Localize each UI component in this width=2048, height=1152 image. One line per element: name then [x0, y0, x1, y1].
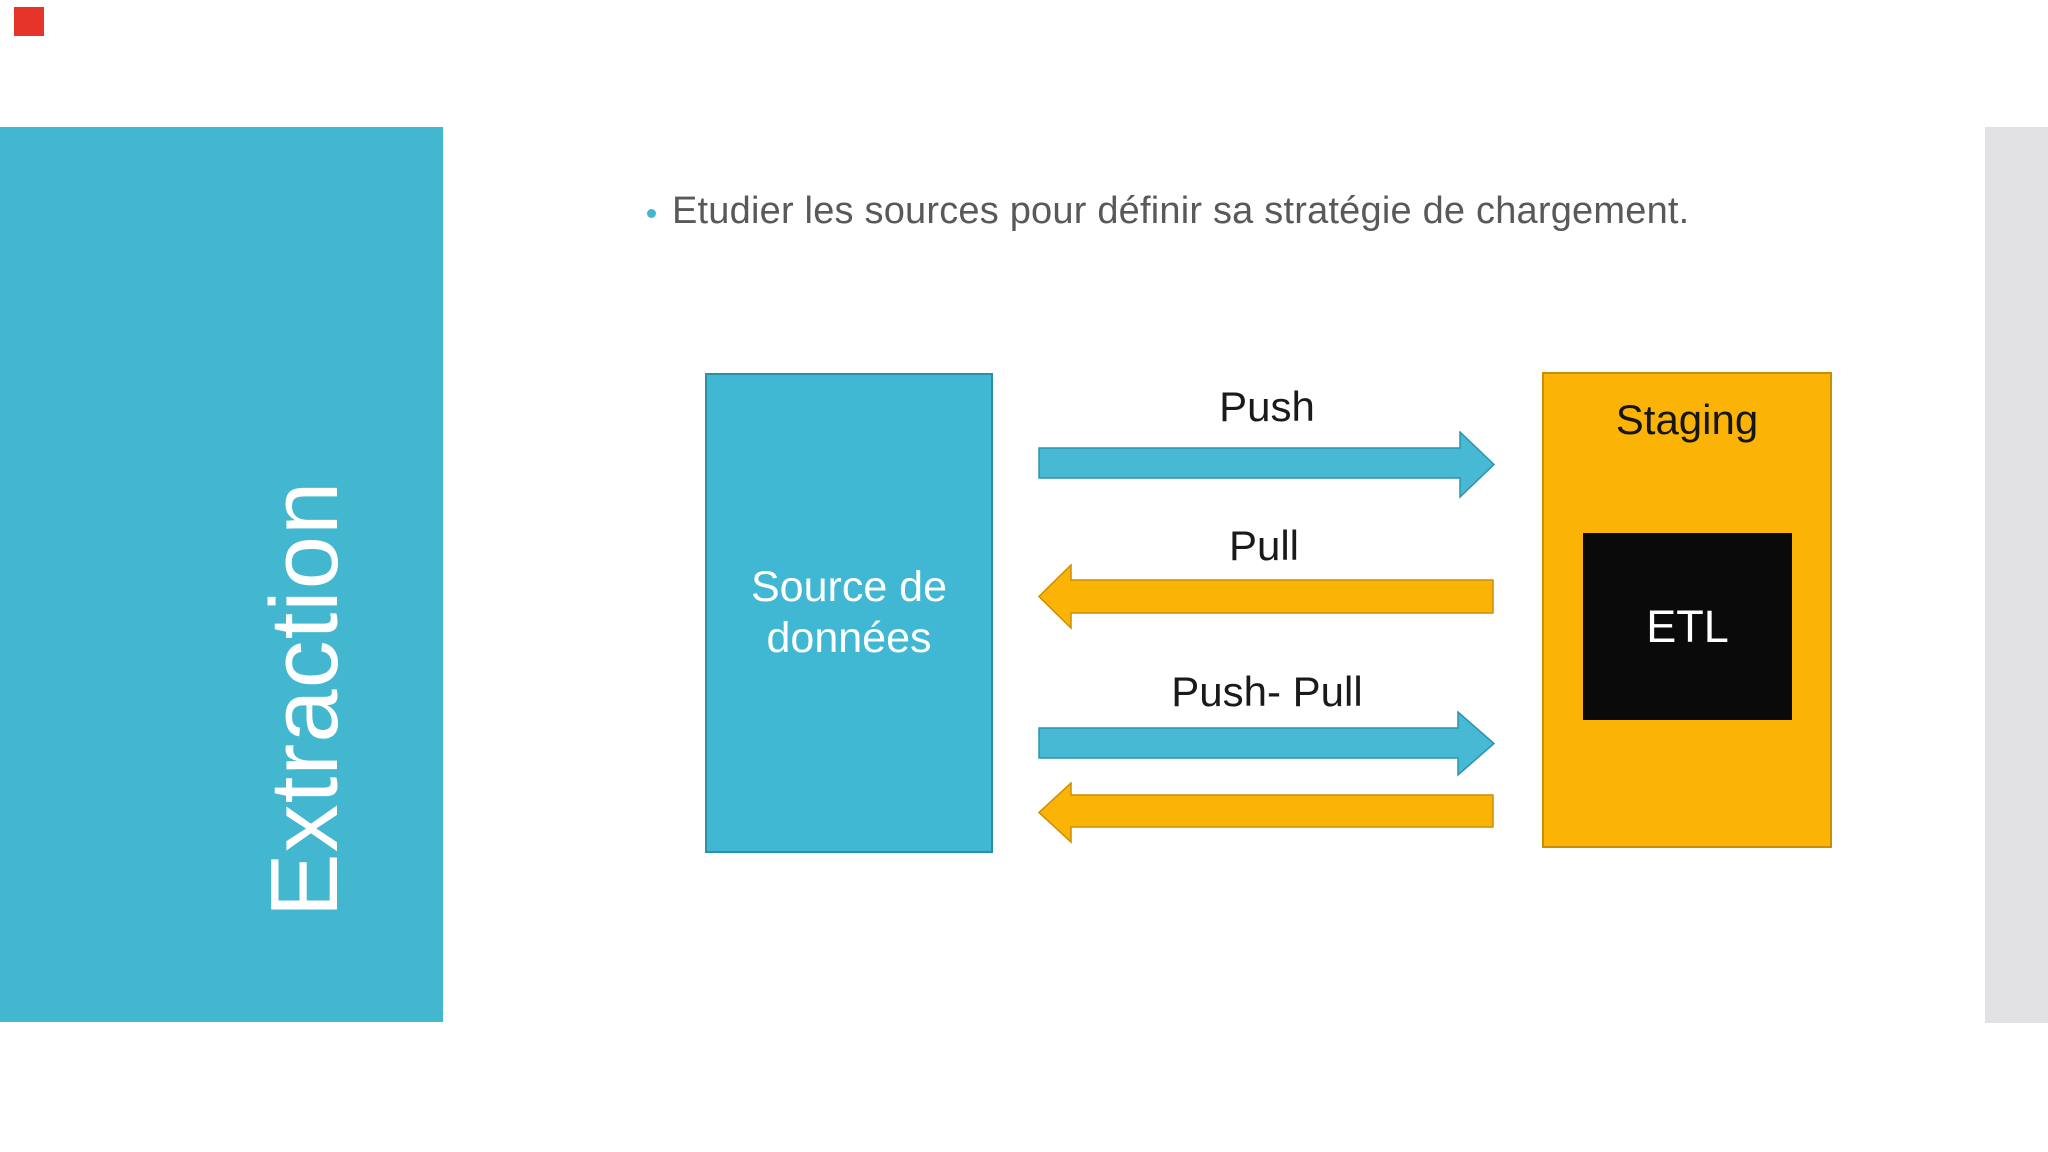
staging-label: Staging — [1615, 396, 1759, 443]
push-pull-label: Push- Pull — [1171, 668, 1363, 715]
push-label: Push — [1219, 383, 1315, 430]
source-data-box: Source de données — [705, 373, 993, 853]
push-pull-right-shape — [1038, 711, 1496, 777]
etl-box: ETL — [1583, 533, 1792, 720]
pull-arrow-left — [1038, 564, 1494, 630]
pull-label: Pull — [1228, 522, 1300, 569]
push-pull-left-shape — [1038, 782, 1494, 844]
etl-label: ETL — [1646, 600, 1729, 652]
source-data-label: Source de données — [750, 563, 948, 662]
push-pull-arrow-left — [1038, 782, 1494, 844]
bullet-dot-icon — [647, 209, 656, 218]
slide-title-panel: Extraction — [0, 127, 443, 1022]
push-pull-arrow-right — [1038, 711, 1496, 777]
bullet-text: Etudier les sources pour définir sa stra… — [672, 190, 1690, 232]
red-marker — [14, 7, 44, 36]
push-arrow-right — [1038, 431, 1496, 499]
slide-title: Extraction — [251, 480, 358, 918]
push-arrow-shape — [1038, 431, 1496, 499]
right-edge-strip — [1985, 127, 2048, 1023]
pull-arrow-shape — [1038, 564, 1494, 630]
